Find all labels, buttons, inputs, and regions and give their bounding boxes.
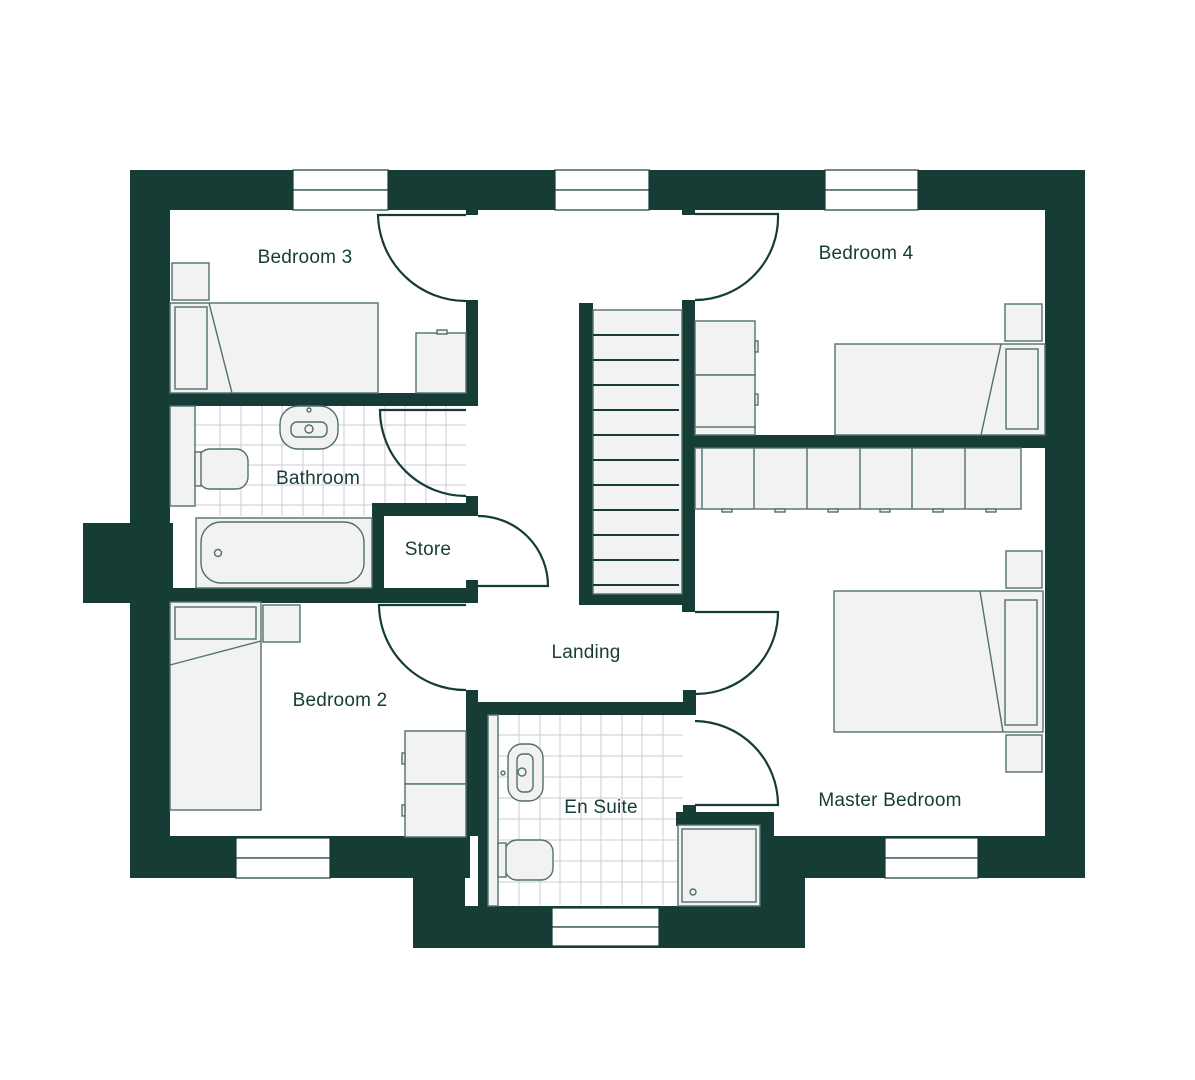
room-label-bedroom-3: Bedroom 3	[257, 247, 353, 268]
doors	[376, 212, 780, 807]
room-label-bedroom-2: Bedroom 2	[292, 690, 388, 711]
bedroom-4-furniture	[694, 303, 1046, 436]
bedroom-3-furniture	[169, 262, 467, 394]
room-label-landing: Landing	[551, 642, 621, 663]
bedroom-2-furniture	[169, 601, 467, 838]
room-label-en-suite: En Suite	[564, 797, 638, 818]
bathroom-fixtures	[169, 405, 373, 589]
room-label-store: Store	[404, 539, 452, 560]
windows	[235, 169, 979, 947]
master-bedroom-furniture	[694, 447, 1044, 773]
room-label-master-bedroom: Master Bedroom	[818, 790, 962, 811]
en-suite-fixtures	[487, 714, 761, 907]
room-label-bathroom: Bathroom	[276, 468, 360, 489]
staircase	[585, 309, 683, 595]
room-label-bedroom-4: Bedroom 4	[818, 243, 914, 264]
